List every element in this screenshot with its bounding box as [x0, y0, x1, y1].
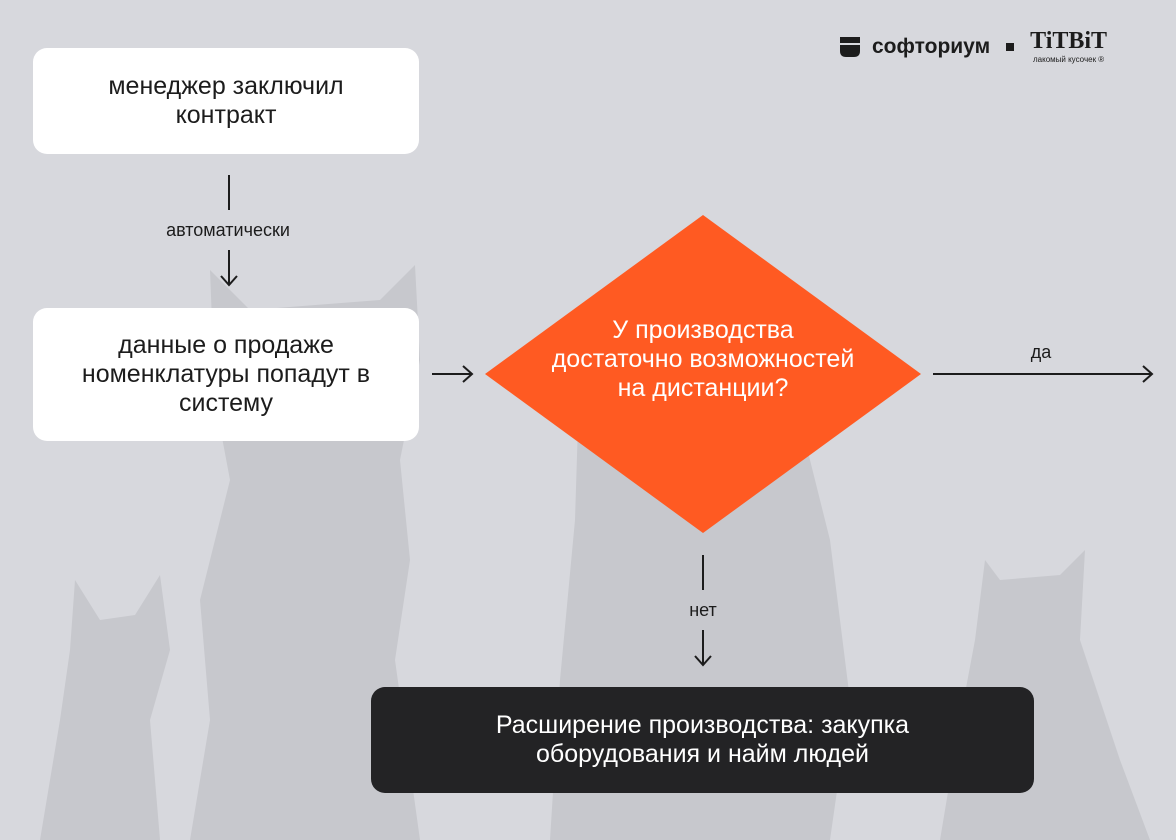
node-sales-data: данные о продаже номенклатуры попадут в … — [33, 308, 419, 441]
node-expansion: Расширение производства: закупка оборудо… — [371, 687, 1034, 793]
edge-label-yes: да — [1030, 342, 1052, 362]
node-contract: менеджер заключил контракт — [33, 48, 419, 154]
node-decision: У производства достаточно возможностей н… — [551, 316, 855, 402]
decision-diamond — [485, 215, 921, 533]
brand-logos: софториум TiTBiT лакомый кусочек ® — [838, 28, 1107, 65]
softorium-logo: софториум — [872, 34, 991, 58]
edge-label-auto: автоматически — [166, 220, 290, 240]
titbit-tagline: лакомый кусочек ® — [1032, 55, 1105, 64]
logo-separator — [1006, 42, 1015, 51]
titbit-logo: TiTBiT лакомый кусочек ® — [1030, 28, 1107, 65]
titbit-wordmark: TiTBiT — [1030, 28, 1108, 54]
fist-icon — [840, 36, 860, 57]
edge-label-no: нет — [689, 600, 717, 620]
